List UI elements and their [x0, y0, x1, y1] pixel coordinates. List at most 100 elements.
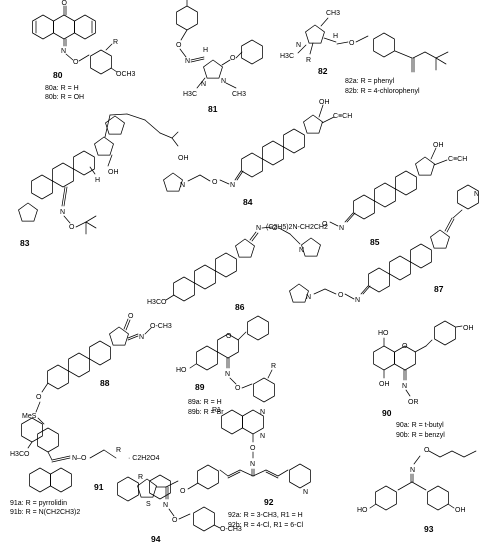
atom-label: H3C	[280, 53, 294, 60]
compound-number: 87	[434, 284, 444, 294]
substituent-label: 82b: R = 4-chlorophenyl	[345, 88, 420, 95]
atom-label: N	[256, 225, 261, 232]
compound-number: 89	[195, 382, 205, 392]
atom-label: O	[424, 447, 430, 454]
atom-label: N	[201, 81, 206, 88]
atom-label: O	[338, 292, 344, 299]
substituent-label: 82a: R = phenyl	[345, 78, 395, 85]
compound-82: N CH3 H3C R H O 82 82a: R = phenyl 82b: …	[280, 10, 449, 95]
compound-93: O N HO OH 93	[357, 447, 477, 534]
atom-label: R	[116, 447, 121, 454]
atom-label: N	[225, 371, 230, 378]
atom-label: O	[235, 385, 241, 392]
atom-label: R	[271, 363, 276, 370]
atom-label: N	[260, 433, 265, 440]
atom-label: O	[172, 517, 178, 524]
compound-92: R1 N N O N O R N 92 92a: R = 3-CH3, R1 =…	[138, 407, 311, 529]
atom-label: O	[176, 42, 182, 49]
atom-label: O	[36, 394, 42, 401]
compound-number: 94	[151, 534, 161, 544]
compound-94: S N O O-CH3 94	[117, 476, 242, 544]
substituent-label: 91a: R = pyrrolidin	[10, 500, 67, 507]
compound-89: O HO N O R 89 89a: R = H 89b: R = Br	[176, 315, 276, 416]
atom-label: O	[402, 343, 408, 350]
atom-label: N	[250, 461, 255, 468]
atom-label: H	[333, 33, 338, 40]
atom-label: N	[410, 467, 415, 474]
atom-label: MeS	[22, 413, 37, 420]
atom-label: CH3	[232, 91, 246, 98]
atom-label: N	[402, 383, 407, 390]
atom-label: H3CO	[10, 451, 30, 458]
atom-label: N	[355, 297, 360, 304]
atom-label: C≡CH	[333, 113, 352, 120]
atom-label: N	[221, 78, 226, 85]
atom-label: HO	[176, 367, 187, 374]
atom-label: O	[250, 445, 256, 452]
atom-label: O	[180, 488, 186, 495]
atom-label: O	[230, 55, 236, 62]
atom-label: O	[73, 59, 79, 66]
atom-label: N	[185, 58, 190, 65]
compound-number: 91	[94, 482, 104, 492]
atom-label: OCH3	[116, 71, 136, 78]
compound-number: 84	[243, 197, 253, 207]
atom-label: OH	[433, 142, 444, 149]
atom-label: O-CH3	[150, 323, 172, 330]
substituent-label: 90b: R = benzyl	[396, 432, 445, 439]
atom-label: N	[474, 191, 479, 198]
atom-label: R	[113, 39, 118, 46]
substituent-label: 92a: R = 3-CH3, R1 = H	[228, 512, 303, 519]
compound-number: 83	[20, 238, 30, 248]
compound-81: O N H N N O CH3 H3C 81	[176, 0, 263, 114]
atom-label: N	[260, 409, 265, 416]
atom-label: OH	[379, 381, 390, 388]
compound-number: 82	[318, 66, 328, 76]
compound-88: O N O-CH3 O H3CO 88	[10, 313, 172, 458]
atom-label: O	[62, 0, 68, 7]
atom-label: S	[146, 501, 151, 508]
atom-label: N	[60, 209, 65, 216]
atom-label: N	[180, 182, 185, 189]
compound-90: O OH HO OH N OR 90 90a: R = t-butyl 90b:…	[373, 320, 474, 439]
atom-label: OH	[108, 169, 119, 176]
atom-label: H	[95, 177, 100, 184]
atom-label: OR	[408, 399, 419, 406]
atom-label: N	[230, 182, 235, 189]
atom-label: O-CH3	[220, 526, 242, 533]
atom-label: N	[299, 247, 304, 254]
atom-label: O	[349, 40, 355, 47]
substituent-label: 80a: R = H	[45, 85, 79, 92]
atom-label: OH	[463, 325, 474, 332]
atom-label: R	[138, 474, 143, 481]
atom-label: (C2H5)2N-CH2CH2	[266, 224, 328, 231]
substituent-label: 89b: R = Br	[188, 409, 224, 416]
compound-91: MeS N–O R · C2H2O4 91 91a: R = pyrrolidi…	[10, 413, 160, 516]
atom-label: H	[203, 47, 208, 54]
atom-label: OH	[319, 99, 330, 106]
substituent-label: 91b: R = N(CH2CH3)2	[10, 509, 80, 516]
compound-87: N N O N 87	[289, 184, 479, 304]
compound-number: 92	[264, 497, 274, 507]
atom-label: N–O	[72, 455, 87, 462]
atom-label: O	[272, 225, 278, 232]
atom-label: H3C	[183, 91, 197, 98]
substituent-label: 90a: R = t-butyl	[396, 422, 444, 429]
compound-number: 93	[424, 524, 434, 534]
atom-label: O	[69, 224, 75, 231]
compound-number: 80	[53, 70, 63, 80]
compound-number: 81	[208, 104, 218, 114]
atom-label: H3CO	[147, 299, 167, 306]
atom-label: O	[226, 333, 232, 340]
atom-label: N	[139, 334, 144, 341]
substituent-label: 92b: R = 4-Cl, R1 = 6-Cl	[228, 522, 304, 529]
compound-number: 85	[370, 237, 380, 247]
compound-80: O N O R OCH3 80 80a: R = H 80b: R = OH	[32, 0, 136, 101]
compound-number: 90	[382, 408, 392, 418]
compound-84: OH C≡CH N O N 84	[163, 99, 352, 207]
atom-label: N	[306, 294, 311, 301]
atom-label: N	[303, 489, 308, 496]
compound-number: 88	[100, 378, 110, 388]
